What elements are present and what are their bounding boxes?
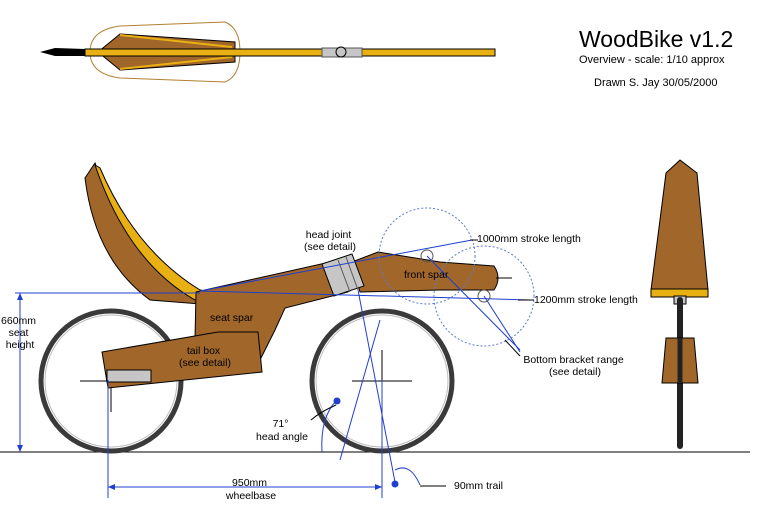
page-subtitle: Overview - scale: 1/10 approx [579,54,725,66]
front-view-seat [650,159,709,291]
head-joint [321,253,365,297]
stroke-circle-1200 [433,245,535,347]
head-angle-label: 71° head angle [256,418,308,443]
top-view-rear-tip [40,48,85,56]
front-view [650,159,709,449]
page-title: WoodBike v1.2 [579,26,733,52]
construction-lines [15,239,531,498]
stroke-1000-label: 1000mm stroke length [477,233,581,245]
top-view-spar [84,48,496,57]
bb-position-1 [420,249,434,263]
trail-label: 90mm trail [454,480,503,492]
seat-height-label: 660mm seat height [1,315,39,351]
stroke-1200-label: 1200mm stroke length [534,294,638,306]
seat-spar-label: seat spar [210,312,254,324]
wheelbase-label: 950mm wheelbase [225,477,276,502]
dropout-plate [106,369,152,383]
bb-range-label: Bottom bracket range (see detail) [523,354,626,378]
bb-position-2 [477,289,491,303]
top-view [40,21,496,83]
head-angle-marker [333,397,341,405]
head-joint-label: head joint (see detail) [304,229,356,253]
trail-marker [391,480,399,488]
tail-box-label: tail box (see detail) [179,345,231,369]
side-view: head joint (see detail) 1000mm stroke le… [0,161,750,502]
front-spar-label: front spar [404,269,449,281]
stroke-circle-1000 [378,207,476,305]
author-line: Drawn S. Jay 30/05/2000 [594,77,718,89]
